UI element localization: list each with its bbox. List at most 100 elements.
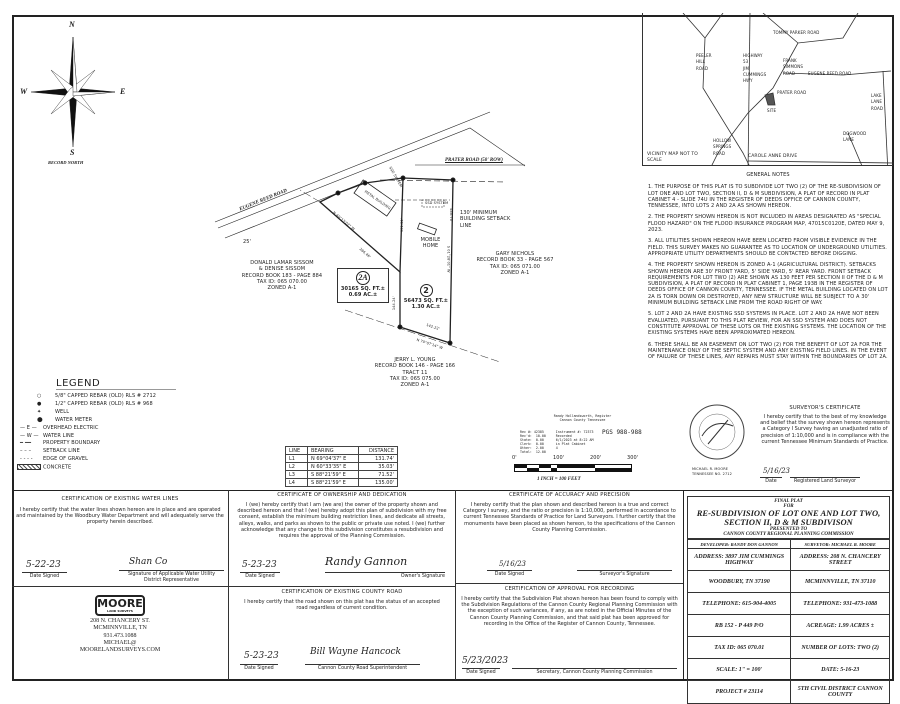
adjoiner-line: DONALD LAMAR SISSOM xyxy=(250,260,314,266)
general-notes: GENERAL NOTES 1. THE PURPOSE OF THIS PLA… xyxy=(648,172,888,365)
divider xyxy=(455,583,683,584)
legend-item: — E —OVERHEAD ELECTRIC xyxy=(20,424,99,431)
date-signed: 5-23-23 xyxy=(244,651,279,661)
lot-2a-id: 2A xyxy=(356,271,370,285)
date-signed: 5-22-23 xyxy=(26,560,61,570)
note: 3. ALL UTILITIES SHOWN HEREON HAVE BEEN … xyxy=(648,238,887,257)
legend-item: ━ ━━PROPERTY BOUNDARY xyxy=(20,440,101,447)
scale-tick: 100' xyxy=(553,455,565,461)
divider xyxy=(683,490,684,680)
note: 4. THE PROPERTY SHOWN HEREON IS ZONED A-… xyxy=(648,262,888,307)
rebar-icon xyxy=(362,180,368,186)
cert-body: I hereby certify that the water lines sh… xyxy=(16,507,224,526)
road-label: TOMMY PARKER ROAD xyxy=(773,30,820,35)
cert-approval: CERTIFICATION OF APPROVAL FOR RECORDING … xyxy=(457,586,682,679)
adjoiner-line: TAX ID: 065 070.00 xyxy=(256,278,308,285)
divider xyxy=(12,586,455,587)
divider xyxy=(455,490,456,680)
title-line: FOR xyxy=(783,504,794,509)
note: 6. THERE SHALL BE AN EASEMENT ON LOT TWO… xyxy=(648,341,888,361)
date-label: Date Signed xyxy=(240,572,280,579)
note: 1. THE PURPOSE OF THIS PLAT IS TO SUBDIV… xyxy=(648,184,881,210)
table-row: SCALE: 1" = 100'DATE: 5-16-23 xyxy=(688,658,889,681)
scale-tick: 0' xyxy=(512,455,517,461)
lot-2a-acres: 0.69 AC.± xyxy=(348,292,378,299)
rear-line-extension xyxy=(299,189,501,363)
adjoiner-line: TAX ID: 065 075.00 xyxy=(389,375,441,382)
title-line: CANNON COUNTY REGIONAL PLANNING COMMISSI… xyxy=(723,532,854,537)
adjoiner-line: GARY NICHOLS xyxy=(495,251,535,257)
cert-title: SURVEYOR'S CERTIFICATE xyxy=(789,405,861,411)
adjoiner-line: JERRY L. YOUNG xyxy=(394,357,436,363)
road-label: LAKE LANE ROAD xyxy=(871,93,884,111)
cert-body: I (we) hereby certify that I am (we are)… xyxy=(237,502,447,540)
company-block: MOORE LAND SURVEYS 208 N. CHANCERY ST. M… xyxy=(14,592,226,654)
legend: LEGEND ○5/8" CAPPED REBAR (OLD) RLS # 27… xyxy=(17,378,180,473)
bearing-label: S 01°28'01" W xyxy=(446,245,451,273)
legend-item: - - - -EDGE OF GRAVEL xyxy=(20,456,89,463)
general-notes-title: GENERAL NOTES xyxy=(746,172,790,178)
company-website[interactable]: MOORELANDSURVEYS.COM xyxy=(79,647,161,654)
date-signed: 5/16/23 xyxy=(763,467,790,475)
compass-s: S xyxy=(70,148,75,157)
signature: Randy Gannon xyxy=(325,555,408,568)
title-line: PRESENTED TO xyxy=(769,527,808,532)
adjoiner-line: ZONED A-1 xyxy=(500,269,530,276)
cert-water-lines: CERTIFICATION OF EXISTING WATER LINES I … xyxy=(14,494,226,586)
ssd-label: SSD SYSTEM xyxy=(425,201,449,205)
road-label: CAROLE ANNE DRIVE xyxy=(748,154,798,159)
band-divider xyxy=(12,490,894,491)
compass-w: W xyxy=(20,87,28,96)
lot-2-sqft: 56473 SQ. FT.± xyxy=(403,298,449,304)
rebar-icon xyxy=(397,324,403,330)
date-signed: 5-23-23 xyxy=(242,560,277,570)
rebar-icon xyxy=(335,190,341,196)
title-line: FINAL PLAT xyxy=(774,499,803,504)
legend-item: ⬤WATER METER xyxy=(37,416,93,423)
scale-bar: 0' 100' 200' 300' 1 INCH = 100 FEET xyxy=(512,455,647,485)
road-label: HOLLOW SPRINGS ROAD xyxy=(713,138,732,156)
signature: Bill Wayne Hancock xyxy=(310,647,401,657)
date-label: Date Signed xyxy=(22,572,67,579)
lot-2-label: 2 56473 SQ. FT.± 1.30 AC.± xyxy=(402,284,450,311)
vicinity-roads xyxy=(682,13,894,166)
moore-logo: MOORE LAND SURVEYS xyxy=(95,595,145,616)
note: 5. LOT 2 AND 2A HAVE EXISTING SSD SYSTEM… xyxy=(648,311,887,337)
distance-label: 440.70' xyxy=(449,208,454,223)
site-label: SITE xyxy=(767,108,777,113)
legend-item: CONCRETE xyxy=(17,464,180,472)
sheet-border xyxy=(12,15,894,681)
cert-body: I hereby certify that the road shown on … xyxy=(244,599,440,612)
cert-body: I hereby certify that the plan shown and… xyxy=(463,502,676,533)
road-label: HIGHWAY 53 JIM CUMMINGS HWY xyxy=(743,53,767,84)
adjoiner-line: RECORD BOOK 183 - PAGE 884 xyxy=(241,272,323,279)
rebar-icon xyxy=(447,340,453,346)
cert-county-road: CERTIFICATION OF EXISTING COUNTY ROAD I … xyxy=(230,589,454,679)
scale-bar-graphic xyxy=(514,464,632,472)
cert-accuracy: CERTIFICATE OF ACCURACY AND PRECISION I … xyxy=(457,492,682,582)
lot-2-id: 2 xyxy=(419,284,433,297)
cert-title: CERTIFICATION OF APPROVAL FOR RECORDING xyxy=(504,586,635,592)
company-phone: 931.473.1088 xyxy=(103,632,137,639)
adjoiner-line: RECORD BOOK 146 - PAGE 166 xyxy=(374,363,456,370)
signature-line: Cannon County Road Superintendent xyxy=(305,664,420,671)
rebar-icon xyxy=(400,175,406,181)
date-signed: 5/23/2023 xyxy=(462,656,509,666)
road-label: PEELER HILL ROAD xyxy=(696,53,712,71)
signature-line: Owner's Signature xyxy=(325,572,445,579)
legend-item: ●1/2" CAPPED REBAR (OLD) RLS # 968 xyxy=(37,400,153,407)
legend-item: ○5/8" CAPPED REBAR (OLD) RLS # 2712 xyxy=(37,393,157,399)
scale-caption: 1 INCH = 100 FEET xyxy=(537,477,581,482)
signature: Shan Co xyxy=(129,557,168,567)
adjoiner-line: TAX ID: 065 071.00 xyxy=(489,263,541,270)
